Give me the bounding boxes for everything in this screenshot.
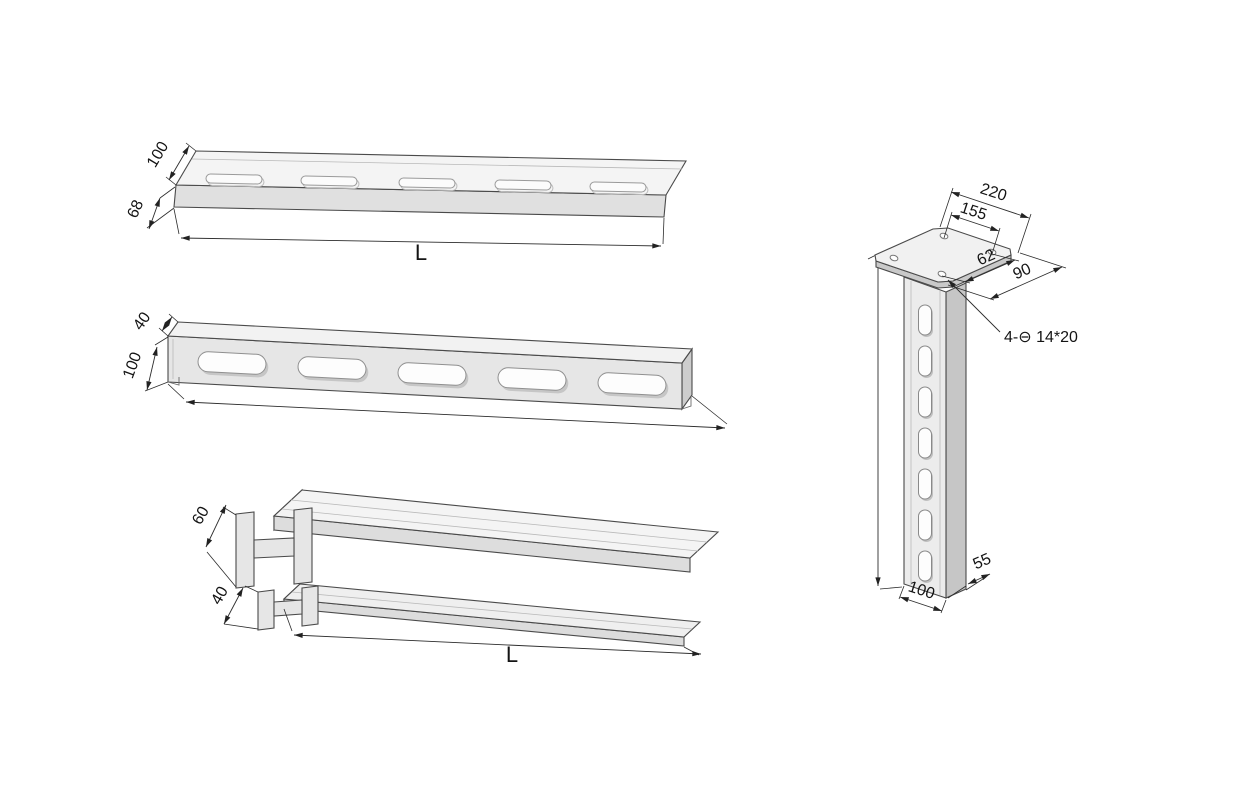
rail-cross-section bbox=[235, 507, 319, 631]
section-web-lower bbox=[273, 599, 303, 617]
dim-line-cover-width bbox=[168, 145, 190, 181]
plate-hole bbox=[939, 232, 949, 240]
cover-slots bbox=[205, 173, 649, 196]
dim-label-rail-top: 60 bbox=[189, 504, 213, 528]
dim-line-plate-width bbox=[989, 266, 1063, 300]
dim-line-base-width bbox=[899, 596, 943, 612]
dim-label-base-depth: 55 bbox=[971, 550, 994, 573]
slot bbox=[398, 177, 456, 189]
channel-top-face bbox=[166, 321, 694, 364]
slot bbox=[918, 345, 932, 377]
section-web bbox=[253, 537, 295, 559]
dim-line-base-depth bbox=[967, 573, 991, 585]
dim-label-channel-height: 40 bbox=[130, 309, 154, 333]
dim-line-channel-length bbox=[185, 399, 726, 431]
hole-callout-label: 4-⊖ 14*20 bbox=[1004, 329, 1078, 346]
slot bbox=[918, 386, 932, 418]
slot bbox=[197, 351, 267, 375]
dim-line-cover-height bbox=[148, 197, 161, 230]
column-slots bbox=[918, 304, 933, 583]
section-flange bbox=[235, 511, 255, 589]
column-side-face bbox=[945, 282, 967, 599]
view-slotted-cover: 100 68 L bbox=[125, 139, 687, 265]
slot bbox=[497, 367, 567, 391]
ext-lines bbox=[173, 208, 665, 245]
dim-label-plate-width: 90 bbox=[1011, 260, 1034, 283]
rail-bottom-groove bbox=[291, 591, 693, 630]
dim-label-cover-height: 68 bbox=[125, 197, 148, 220]
dim-line-cover-length bbox=[180, 235, 662, 249]
dim-line-rail-bottom bbox=[223, 587, 244, 625]
slot bbox=[205, 173, 263, 185]
slot bbox=[297, 356, 367, 380]
dim-line-rail-top bbox=[205, 504, 227, 548]
section-flange bbox=[293, 507, 313, 585]
channel-slots bbox=[197, 351, 669, 399]
slot bbox=[918, 304, 932, 336]
dim-line-plate-length bbox=[950, 191, 1030, 219]
slot bbox=[918, 550, 932, 582]
dim-line-channel-width bbox=[146, 346, 158, 391]
ext-lines bbox=[943, 211, 1001, 255]
dim-label-rail-bottom: 40 bbox=[208, 584, 232, 608]
view-slotted-channel: 40 100 bbox=[120, 309, 728, 431]
ext-lines bbox=[223, 585, 259, 630]
slot bbox=[397, 362, 467, 386]
slot bbox=[918, 427, 932, 459]
dim-label-cover-width: 100 bbox=[144, 139, 172, 171]
slot bbox=[300, 175, 358, 187]
cover-fold-line bbox=[191, 158, 683, 170]
slot bbox=[918, 509, 932, 541]
column-lip-lines bbox=[910, 281, 941, 595]
slot bbox=[494, 179, 552, 191]
slot bbox=[589, 181, 647, 193]
slot bbox=[597, 372, 667, 396]
dim-label-plate-length: 220 bbox=[978, 181, 1009, 205]
view-rail-profile: 60 40 L bbox=[189, 488, 720, 667]
plate-hole bbox=[889, 254, 899, 262]
plate-holes bbox=[889, 232, 997, 278]
dim-label-hole-offset: 62 bbox=[975, 246, 998, 269]
plate-hole bbox=[937, 270, 947, 278]
rail-top-grooves bbox=[281, 499, 708, 552]
dim-label-cover-length: L bbox=[415, 240, 427, 265]
dim-line-hole-spacing bbox=[950, 214, 1000, 232]
section-flange-lower bbox=[301, 585, 319, 627]
section-flange-lower bbox=[257, 589, 275, 631]
dim-line-rail-length bbox=[293, 632, 702, 657]
dim-label-rail-length: L bbox=[506, 642, 518, 667]
channel-bottom-lip bbox=[167, 377, 180, 386]
ext-lines bbox=[206, 506, 237, 588]
view-support-column: 220 155 62 90 4-⊖ 14*20 100 55 bbox=[867, 181, 1078, 614]
hole-callout-leader bbox=[947, 279, 1001, 333]
ext-lines bbox=[158, 313, 179, 337]
dim-label-channel-width: 100 bbox=[120, 350, 145, 381]
ext-lines bbox=[939, 187, 1032, 254]
plate-hole bbox=[987, 248, 997, 256]
slot bbox=[918, 468, 932, 500]
rail-top-top-face bbox=[272, 489, 720, 559]
ext-lines bbox=[165, 142, 197, 186]
ext-lines bbox=[867, 254, 903, 590]
dim-line-channel-height bbox=[161, 316, 173, 332]
